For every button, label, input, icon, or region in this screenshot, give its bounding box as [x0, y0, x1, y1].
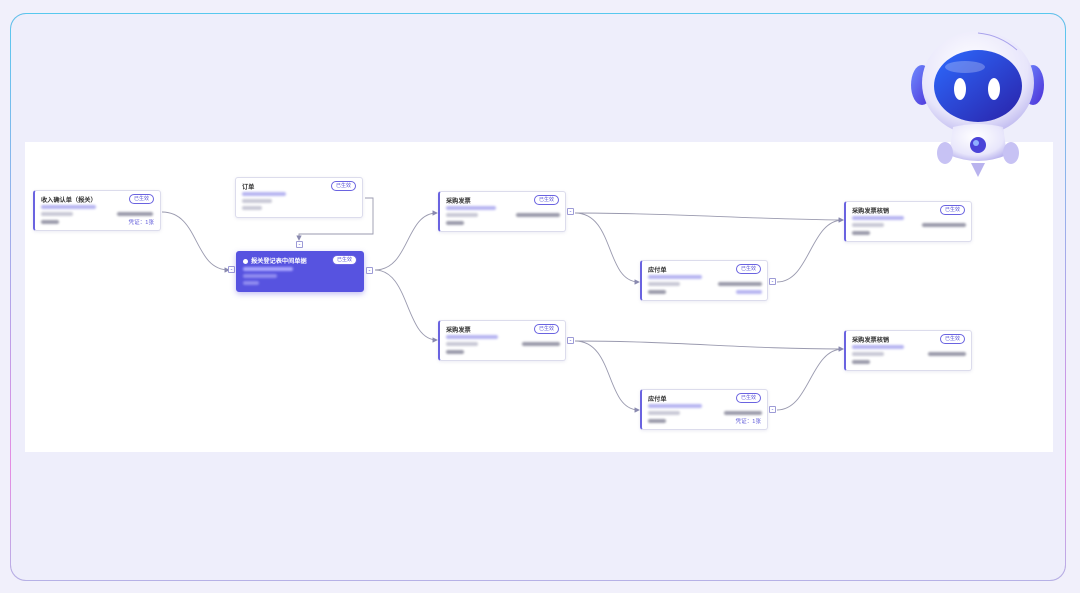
collapse-toggle[interactable]: - [567, 337, 574, 344]
blurred-text [648, 290, 666, 294]
status-badge: 已生效 [128, 194, 154, 204]
blurred-text [446, 206, 496, 210]
node-payable-2[interactable]: 应付单 已生效 凭证：1张 [640, 389, 768, 430]
edge-customs-purchase2 [374, 269, 438, 343]
blurred-text [242, 206, 262, 210]
blurred-text [648, 419, 666, 423]
voucher-count[interactable]: 凭证：1张 [735, 419, 762, 425]
blurred-text [243, 274, 277, 278]
node-purchase-invoice-2[interactable]: 采购发票 已生效 [438, 320, 566, 361]
blurred-text [852, 360, 870, 364]
document-flow-canvas[interactable]: 收入确认单（报关） 已生效 凭证：1张 - 订单 已生效 - 报关登记表中间单据… [25, 142, 1053, 452]
blurred-text [516, 213, 560, 217]
status-badge: 已生效 [330, 181, 356, 191]
blurred-text [446, 342, 478, 346]
status-badge: 已生效 [939, 205, 965, 215]
blurred-text [242, 192, 286, 196]
node-income-confirmation[interactable]: 收入确认单（报关） 已生效 凭证：1张 [33, 190, 161, 231]
blurred-text [446, 350, 464, 354]
blurred-text [446, 335, 498, 339]
edge-purchase2-verify2 [574, 340, 844, 352]
blurred-text [736, 290, 762, 294]
node-invoice-verification-2[interactable]: 采购发票核销 已生效 [844, 330, 972, 371]
blurred-text [243, 281, 259, 285]
blurred-text [852, 223, 884, 227]
edge-payable1-verify1 [776, 217, 844, 283]
node-payable-1[interactable]: 应付单 已生效 [640, 260, 768, 301]
flow-edges [161, 197, 844, 413]
collapse-toggle[interactable]: - [366, 267, 373, 274]
blurred-text [41, 212, 73, 216]
node-title: 订单 [242, 184, 255, 191]
edge-purchase1-verify1 [574, 212, 844, 223]
collapse-toggle[interactable]: - [228, 266, 235, 273]
edge-purchase1-payable1 [574, 212, 640, 285]
blurred-text [522, 342, 560, 346]
node-title: 应付单 [648, 396, 667, 403]
edge-income-customs [161, 211, 230, 273]
blurred-text [928, 352, 966, 356]
robot-mascot-icon [911, 31, 1044, 177]
node-title: 收入确认单（报关） [41, 197, 97, 204]
node-title: 采购发票核销 [852, 208, 890, 215]
status-badge: 已生效 [533, 195, 559, 205]
node-order[interactable]: 订单 已生效 [235, 177, 363, 218]
blurred-text [446, 213, 478, 217]
blurred-text [852, 345, 904, 349]
blurred-text [446, 221, 464, 225]
node-title: 采购发票核销 [852, 337, 890, 344]
collapse-toggle[interactable]: - [296, 241, 303, 248]
voucher-count[interactable]: 凭证：1张 [128, 220, 155, 226]
blurred-text [724, 411, 762, 415]
status-badge: 已生效 [735, 264, 761, 274]
blurred-text [852, 231, 870, 235]
status-badge: 已生效 [939, 334, 965, 344]
blurred-text [648, 275, 702, 279]
edge-purchase2-payable2 [574, 340, 640, 413]
node-title-text: 报关登记表中间单据 [251, 258, 307, 265]
blurred-text [41, 220, 59, 224]
node-purchase-invoice-1[interactable]: 采购发票 已生效 [438, 191, 566, 232]
node-title: 采购发票 [446, 198, 471, 205]
collapse-toggle[interactable]: - [769, 406, 776, 413]
edge-order-customs [296, 197, 374, 241]
node-title: 应付单 [648, 267, 667, 274]
blurred-text [718, 282, 762, 286]
collapse-toggle[interactable]: - [567, 208, 574, 215]
blurred-text [852, 352, 884, 356]
edge-payable2-verify2 [776, 346, 844, 411]
node-invoice-verification-1[interactable]: 采购发票核销 已生效 [844, 201, 972, 242]
blurred-text [648, 404, 702, 408]
blurred-text [922, 223, 966, 227]
collapse-toggle[interactable]: - [769, 278, 776, 285]
blurred-text [243, 267, 293, 271]
blurred-text [648, 411, 680, 415]
blurred-text [648, 282, 680, 286]
location-pin-icon [243, 258, 248, 264]
status-badge: 已生效 [735, 393, 761, 403]
edge-customs-purchase1 [374, 210, 438, 271]
node-title: 报关登记表中间单据 [243, 256, 307, 265]
blurred-text [41, 205, 96, 209]
blurred-text [242, 199, 272, 203]
blurred-text [117, 212, 153, 216]
node-title: 采购发票 [446, 327, 471, 334]
status-badge: 已生效 [331, 255, 357, 265]
node-customs-intermediate[interactable]: 报关登记表中间单据 已生效 [236, 251, 364, 292]
blurred-text [852, 216, 904, 220]
status-badge: 已生效 [533, 324, 559, 334]
